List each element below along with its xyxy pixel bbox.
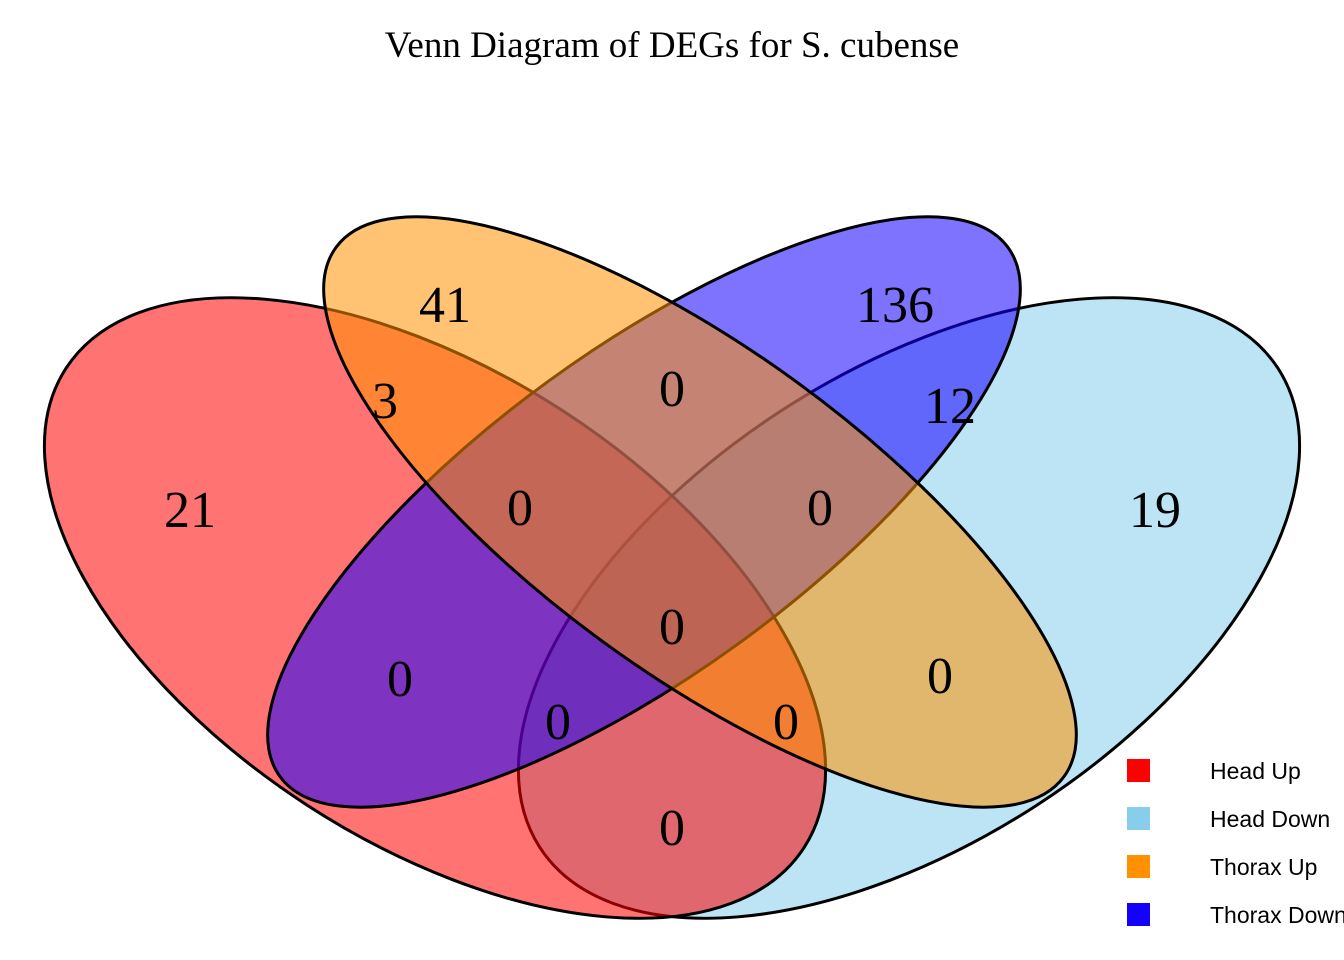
count-thorax-up-only: 41 <box>419 277 471 334</box>
count-headup-headdown: 0 <box>659 800 685 857</box>
legend-label-head-down: Head Down <box>1210 806 1330 832</box>
count-head-down-only: 19 <box>1129 482 1181 539</box>
chart-title: Venn Diagram of DEGs for S. cubense <box>384 25 960 66</box>
legend-label-head-up: Head Up <box>1210 758 1301 784</box>
count-headup-thoraxup: 3 <box>372 373 398 430</box>
count-headup-headdown-thoraxup: 0 <box>773 694 799 751</box>
count-thorax-down-only: 136 <box>856 277 934 334</box>
count-headup-headdown-thoraxdown: 0 <box>545 694 571 751</box>
count-headdown-thoraxup-thoraxdown: 0 <box>807 480 833 537</box>
ellipse-thorax-up <box>322 215 1078 809</box>
legend-label-thorax-down: Thorax Down <box>1210 902 1344 928</box>
count-thoraxup-thoraxdown: 0 <box>659 361 685 418</box>
legend-swatch-head-up <box>1127 759 1150 782</box>
legend: Head Up Head Down Thorax Up Thorax Down <box>1127 758 1344 928</box>
legend-label-thorax-up: Thorax Up <box>1210 854 1317 880</box>
legend-swatch-thorax-down <box>1127 903 1150 926</box>
legend-swatch-thorax-up <box>1127 855 1150 878</box>
count-head-up-only: 21 <box>164 482 216 539</box>
legend-swatch-head-down <box>1127 807 1150 830</box>
count-all-four: 0 <box>659 599 685 656</box>
count-headup-thoraxup-thoraxdown: 0 <box>507 480 533 537</box>
count-headup-thoraxdown: 0 <box>387 651 413 708</box>
count-thoraxdown-headdown: 12 <box>924 378 976 435</box>
count-headdown-thoraxup: 0 <box>927 648 953 705</box>
